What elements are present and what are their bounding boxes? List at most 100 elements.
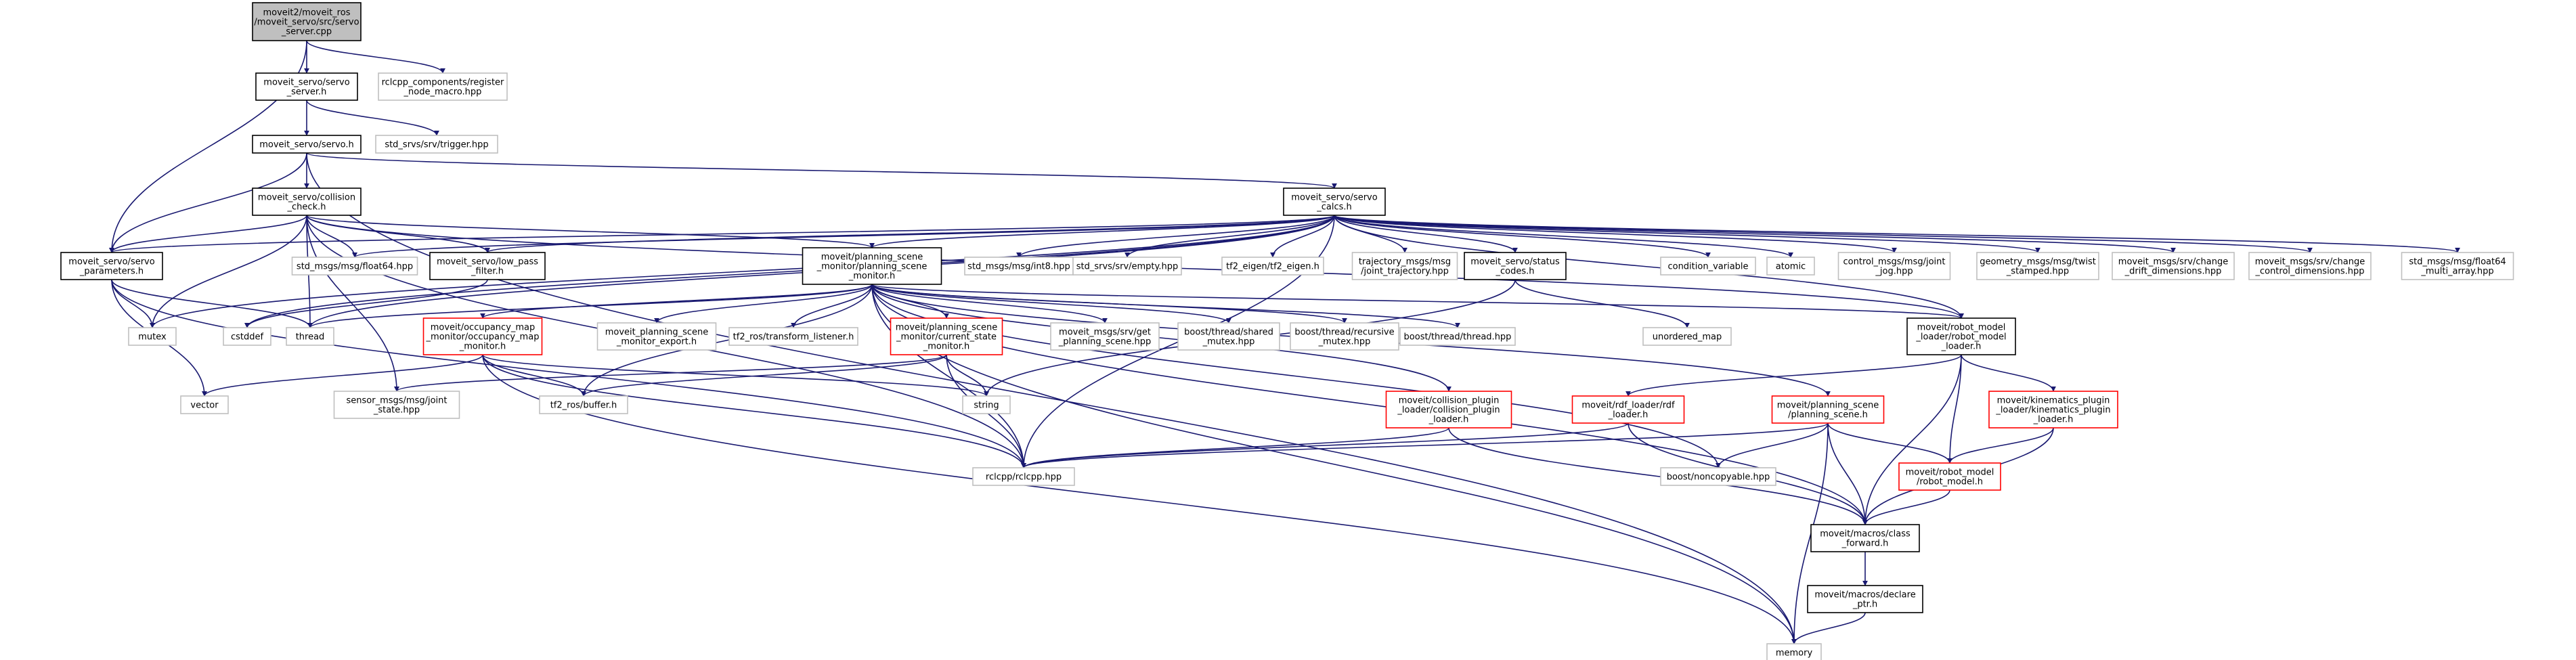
node-occupancy[interactable]: moveit/occupancy_map_monitor/occupancy_m… (422, 317, 543, 355)
node-joint-state[interactable]: sensor_msgs/msg/joint_state.hpp (333, 391, 460, 419)
node-csm[interactable]: moveit/planning_scene_monitor/current_st… (890, 317, 1003, 355)
edge-declare-ptr-to-memory (1791, 612, 1866, 644)
node-label-line: _planning_scene.hpp (1058, 337, 1151, 347)
node-box (422, 317, 543, 355)
node-change-control[interactable]: moveit_msgs/srv/change_control_dimension… (2248, 252, 2372, 280)
node-label-line: moveit_servo/collision (258, 193, 355, 203)
node-vector[interactable]: vector (180, 395, 229, 414)
node-joint-trajectory[interactable]: trajectory_msgs/msg/joint_trajectory.hpp (1351, 252, 1458, 280)
node-box (964, 257, 1074, 276)
edge-psm-to-thread (307, 284, 873, 328)
node-unordered-map[interactable]: unordered_map (1642, 327, 1732, 346)
edge-servo-parameters-to-rclcpp (111, 279, 1026, 468)
node-recursive-mutex[interactable]: boost/thread/recursive_mutex.hpp (1290, 322, 1399, 351)
edge-planning-scene-to-class-forward (1827, 422, 1868, 525)
node-cstddef[interactable]: cstddef (223, 327, 271, 346)
node-class-forward[interactable]: moveit/macros/class_forward.h (1810, 524, 1920, 552)
node-transform-listener[interactable]: tf2_ros/transform_listener.h (728, 327, 858, 346)
node-box (255, 72, 358, 101)
node-psm-export[interactable]: moveit_planning_scene_monitor_export.h (596, 322, 717, 351)
edge-status-codes-to-unordered-map (1514, 279, 1690, 328)
node-boost-thread[interactable]: boost/thread/thread.hpp (1399, 327, 1516, 346)
node-collision-plugin-loader[interactable]: moveit/collision_plugin_loader/collision… (1385, 391, 1512, 428)
node-box (252, 135, 362, 154)
edge-low-pass-to-cstddef (244, 279, 488, 328)
node-register-node-macro[interactable]: rclcpp_components/register_node_macro.hp… (378, 72, 508, 101)
edge-collision-check-to-psm (306, 215, 875, 248)
node-box (252, 188, 362, 216)
node-label-line: memory (1776, 648, 1813, 659)
edge-psm-to-noncopyable (871, 284, 1721, 468)
node-atomic[interactable]: atomic (1766, 257, 1815, 276)
node-int8[interactable]: std_msgs/msg/int8.hpp (964, 257, 1074, 276)
node-string[interactable]: string (962, 395, 1011, 414)
node-label-line: _calcs.h (1316, 202, 1352, 213)
node-box (728, 327, 858, 346)
node-shared-mutex[interactable]: boost/thread/shared_mutex.hpp (1177, 322, 1280, 351)
node-kinematics-plugin-loader[interactable]: moveit/kinematics_plugin_loader/kinemati… (1988, 391, 2118, 428)
node-label-line: rclcpp_components/register (382, 78, 504, 88)
node-float64-left[interactable]: std_msgs/msg/float64.hpp (291, 257, 418, 276)
node-label-line: boost/thread/recursive (1294, 328, 1394, 338)
edge-servo-calcs-to-cstddef (244, 215, 1335, 328)
node-rdf-loader[interactable]: moveit/rdf_loader/rdf_loader.h (1571, 395, 1685, 424)
node-condition-variable[interactable]: condition_variable (1660, 257, 1756, 276)
node-servo-parameters[interactable]: moveit_servo/servo_parameters.h (60, 252, 163, 280)
node-twist-stamped[interactable]: geometry_msgs/msg/twist_stamped.hpp (1976, 252, 2099, 280)
node-box (1642, 327, 1732, 346)
node-tf2-eigen[interactable]: tf2_eigen/tf2_eigen.h (1221, 257, 1324, 276)
edge-servo-calcs-to-change-drift (1334, 215, 2176, 253)
node-label-line: _stamped.hpp (2006, 267, 2069, 277)
node-label-line: mutex (138, 332, 167, 343)
node-noncopyable[interactable]: boost/noncopyable.hpp (1660, 467, 1776, 486)
node-empty[interactable]: std_srvs/srv/empty.hpp (1072, 257, 1182, 276)
edge-servo-parameters-to-thread (111, 279, 313, 328)
node-label-line: _ptr.h (1852, 600, 1877, 610)
edge-robot-model-to-class-forward (1862, 489, 1950, 525)
node-memory[interactable]: memory (1766, 643, 1822, 660)
node-label-line: _state.hpp (373, 405, 420, 416)
node-psm[interactable]: moveit/planning_scene_monitor/planning_s… (802, 247, 942, 285)
node-float64-multi[interactable]: std_msgs/msg/float64_multi_array.hpp (2401, 252, 2514, 280)
node-trigger[interactable]: std_srvs/srv/trigger.hpp (375, 135, 498, 154)
node-servo-calcs[interactable]: moveit_servo/servo_calcs.h (1283, 188, 1386, 216)
node-label-line: tf2_ros/transform_listener.h (733, 332, 854, 343)
node-label-line: _loader/kinematics_plugin (1995, 405, 2110, 416)
node-label-line: moveit_servo/low_pass (437, 257, 538, 267)
node-label-line: moveit_servo/status (1470, 257, 1560, 267)
node-servo-server-h[interactable]: moveit_servo/servo_server.h (255, 72, 358, 101)
node-joint-jog[interactable]: control_msgs/msg/joint_jog.hpp (1837, 252, 1951, 280)
node-servo-h[interactable]: moveit_servo/servo.h (252, 135, 362, 154)
node-low-pass[interactable]: moveit_servo/low_pass_filter.h (429, 252, 546, 280)
edge-collision-check-to-float64-left (306, 215, 357, 258)
node-box (1399, 327, 1516, 346)
node-planning-scene[interactable]: moveit/planning_scene/planning_scene.h (1771, 395, 1885, 424)
edge-servo-calcs-to-mutex (150, 215, 1335, 328)
node-robot-model-loader[interactable]: moveit/robot_model_loader/robot_model_lo… (1906, 317, 2016, 355)
edge-servo-server-h-to-trigger (306, 100, 439, 136)
node-label-line: moveit/planning_scene (896, 323, 997, 333)
node-label-line: _forward.h (1841, 539, 1889, 549)
node-robot-model[interactable]: moveit/robot_model/robot_model.h (1898, 462, 2001, 491)
node-label-line: moveit/collision_plugin (1399, 396, 1500, 406)
edge-collision-check-to-mutex (150, 215, 307, 328)
node-buffer[interactable]: tf2_ros/buffer.h (539, 395, 628, 414)
node-box (1771, 395, 1885, 424)
node-label-line: _multi_array.hpp (2420, 267, 2493, 277)
node-box (1976, 252, 2099, 280)
node-collision-check[interactable]: moveit_servo/collision_check.h (252, 188, 362, 216)
node-label-line: moveit/planning_scene (821, 252, 923, 263)
node-label-line: _codes.h (1496, 267, 1535, 277)
node-box (2248, 252, 2372, 280)
node-status-codes[interactable]: moveit_servo/status_codes.h (1464, 252, 1567, 280)
node-rclcpp[interactable]: rclcpp/rclcpp.hpp (972, 467, 1075, 486)
node-mutex[interactable]: mutex (128, 327, 177, 346)
node-declare-ptr[interactable]: moveit/macros/declare_ptr.h (1807, 585, 1923, 613)
node-label-line: std_msgs/msg/float64.hpp (297, 262, 413, 272)
node-label-line: _server.cpp (281, 27, 332, 37)
edge-planning-scene-to-robot-model (1827, 422, 1952, 464)
node-get-planning-scene[interactable]: moveit_msgs/srv/get_planning_scene.hpp (1050, 322, 1160, 351)
node-thread[interactable]: thread (286, 327, 334, 346)
edge-robot-model-loader-to-rdf-loader (1625, 354, 1962, 397)
node-change-drift[interactable]: moveit_msgs/srv/change_drift_dimensions.… (2112, 252, 2235, 280)
